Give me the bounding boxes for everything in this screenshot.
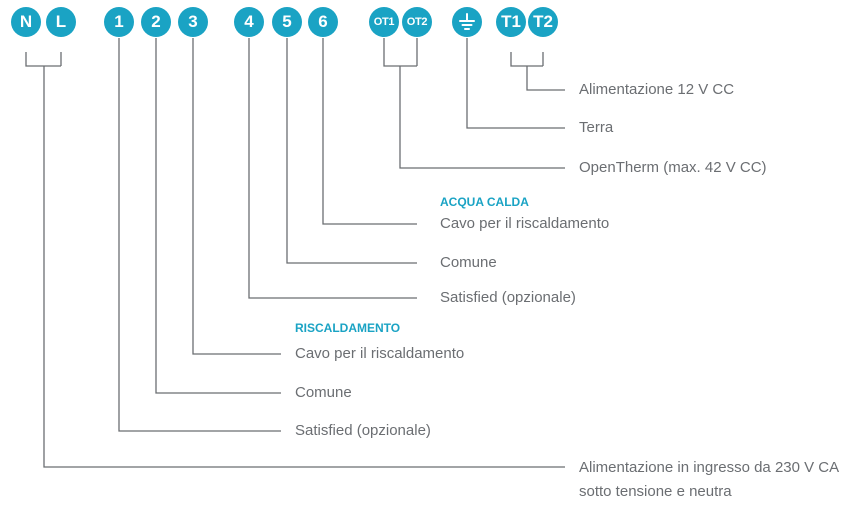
- heading-hot-water: ACQUA CALDA: [440, 195, 529, 209]
- label-mains: Alimentazione in ingresso da 230 V CA so…: [579, 459, 839, 500]
- line-heat-satisfied: [118, 38, 281, 432]
- label-heat-common: Comune: [295, 384, 352, 401]
- label-heat-heating-wire: Cavo per il riscaldamento: [295, 345, 465, 362]
- heading-heating: RISCALDAMENTO: [295, 321, 401, 335]
- line-dc-power: [510, 52, 565, 91]
- line-opentherm: [383, 38, 565, 169]
- terminal-3: 3: [178, 7, 208, 37]
- terminal-l: L: [46, 7, 76, 37]
- label-heat-satisfied: Satisfied (opzionale): [295, 422, 431, 439]
- line-heat-common: [155, 38, 281, 394]
- label-opentherm: OpenTherm (max. 42 V CC): [579, 159, 767, 176]
- line-hw-common: [286, 38, 417, 264]
- line-heat-heating-wire: [192, 38, 281, 355]
- label-hw-heating-wire: Cavo per il riscaldamento: [440, 215, 610, 232]
- terminal-t2: T2: [528, 7, 558, 37]
- line-hw-satisfied: [248, 38, 417, 299]
- terminal-t1: T1: [496, 7, 526, 37]
- terminal-ot2: OT2: [402, 7, 432, 37]
- label-hw-satisfied: Satisfied (opzionale): [440, 289, 576, 306]
- ground-icon: [459, 13, 475, 30]
- label-dc-power: Alimentazione 12 V CC: [579, 81, 735, 98]
- terminal-2: 2: [141, 7, 171, 37]
- line-hw-heating-wire: [322, 38, 417, 225]
- terminal-1: 1: [104, 7, 134, 37]
- terminal-4: 4: [234, 7, 264, 37]
- terminal-5: 5: [272, 7, 302, 37]
- terminal-6: 6: [308, 7, 338, 37]
- line-mains: [25, 52, 565, 468]
- label-earth: Terra: [579, 119, 614, 136]
- label-hw-common: Comune: [440, 254, 497, 271]
- terminal-ground: [452, 7, 482, 37]
- terminal-ot1: OT1: [369, 7, 399, 37]
- terminal-n: N: [11, 7, 41, 37]
- line-earth: [466, 38, 565, 129]
